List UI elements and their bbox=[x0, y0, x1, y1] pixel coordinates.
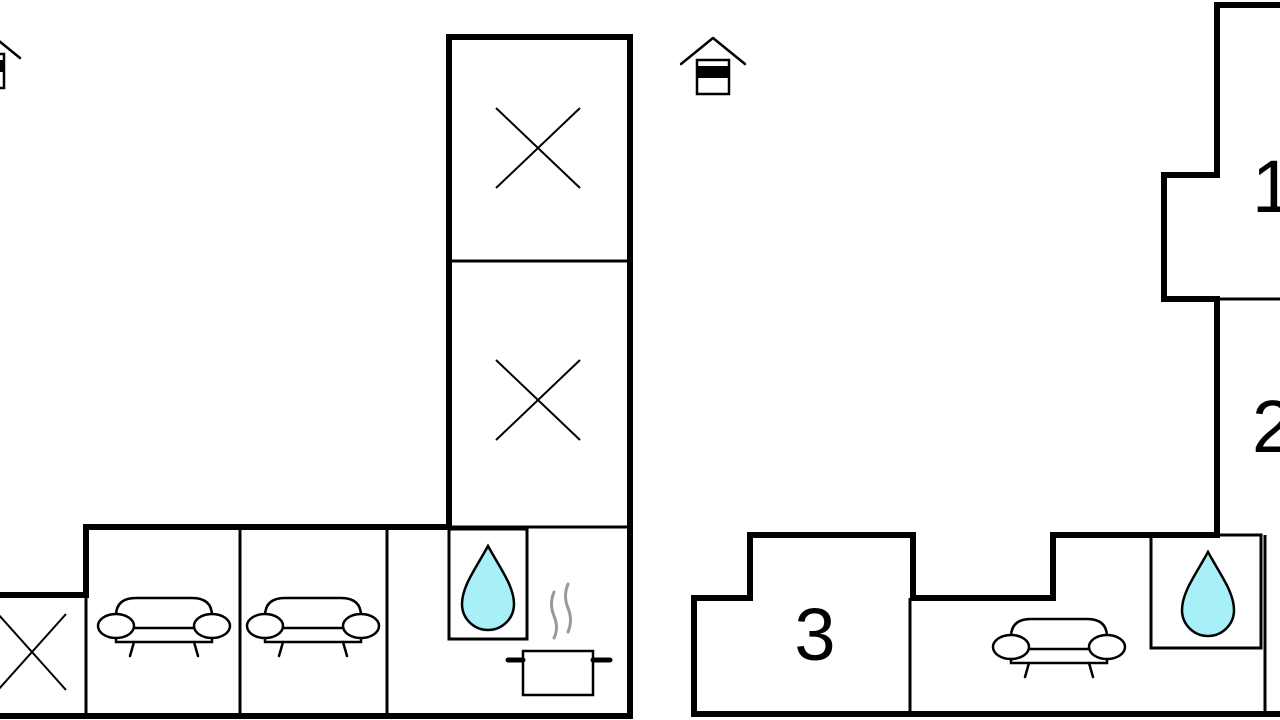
sofa-icon bbox=[991, 617, 1127, 679]
exterior-wall bbox=[0, 34, 633, 719]
sofa-icon bbox=[96, 596, 232, 658]
sofa-icon bbox=[245, 596, 381, 658]
exterior-wall bbox=[691, 2, 1280, 717]
bed-cross-icon bbox=[495, 359, 581, 441]
house-entrance-icon bbox=[679, 36, 747, 96]
cooking-pot-icon bbox=[505, 582, 613, 697]
floor-plan-left bbox=[0, 30, 633, 719]
room-number-1: 1 bbox=[1252, 145, 1280, 228]
water-drop-icon bbox=[460, 544, 516, 632]
bed-cross-icon bbox=[0, 613, 67, 691]
bathroom-box bbox=[1149, 533, 1263, 650]
bed-cross-icon bbox=[495, 107, 581, 189]
room-number-3: 3 bbox=[794, 593, 835, 676]
floor-plan-right: 3 1 2 bbox=[679, 2, 1280, 717]
water-drop-icon bbox=[1180, 550, 1236, 638]
house-entrance-icon bbox=[0, 30, 22, 90]
room-number-2: 2 bbox=[1252, 385, 1280, 468]
bathroom-box bbox=[447, 527, 529, 641]
